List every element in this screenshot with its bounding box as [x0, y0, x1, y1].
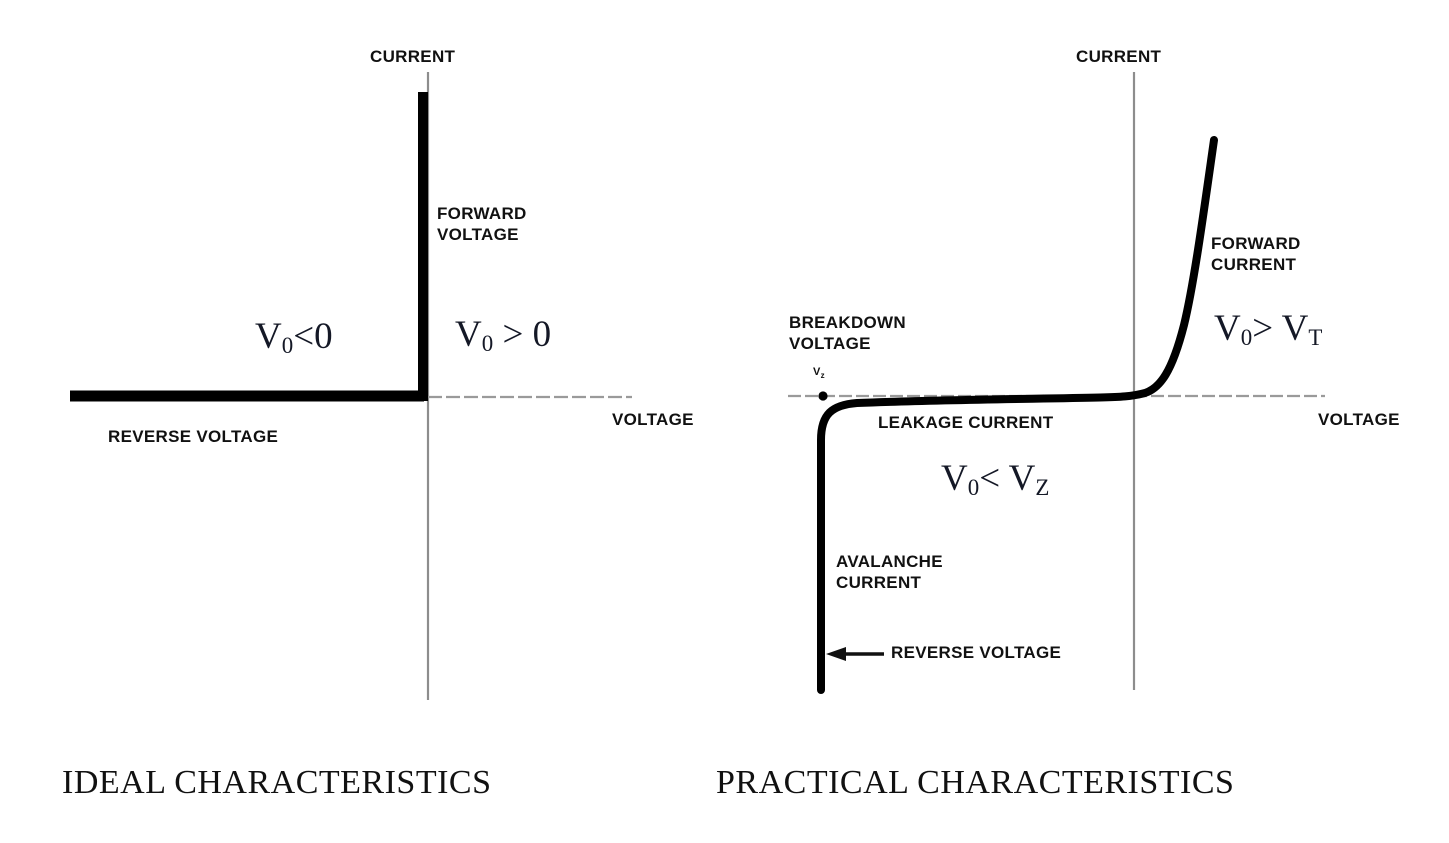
ideal-panel-caption: IDEAL CHARACTERISTICS	[62, 764, 492, 801]
practical-curve-group	[817, 136, 1218, 694]
reverse-voltage-arrow	[826, 647, 884, 661]
breakdown-point-marker	[818, 391, 828, 401]
practical-reverse-condition: V0< VZ	[941, 460, 1049, 500]
breakdown-marker-v: V	[813, 366, 821, 378]
ideal-forward-condition: V0 > 0	[455, 316, 551, 356]
practical-leakage-current-label: LEAKAGE CURRENT	[878, 413, 1054, 432]
practical-forward-condition-sub: 0	[1240, 325, 1253, 351]
practical-panel-axes	[788, 72, 1325, 690]
ideal-reverse-condition: V0<0	[255, 318, 333, 358]
ideal-reverse-condition-sub: 0	[281, 333, 294, 359]
breakdown-marker-sub: z	[820, 371, 825, 381]
practical-forward-current-label: FORWARD CURRENT	[1211, 234, 1301, 274]
practical-forward-condition: V0> VT	[1214, 310, 1322, 350]
practical-forward-condition-v: V	[1214, 308, 1241, 349]
ideal-reverse-condition-v: V	[255, 316, 282, 357]
practical-reverse-condition-v: V	[941, 458, 968, 499]
practical-reverse-condition-mid: < V	[979, 458, 1036, 499]
practical-current-axis-label: CURRENT	[1076, 47, 1162, 66]
practical-voltage-axis-label: VOLTAGE	[1318, 410, 1400, 429]
practical-breakdown-voltage-label: BREAKDOWN VOLTAGE	[789, 313, 906, 353]
practical-reverse-voltage-label: REVERSE VOLTAGE	[891, 643, 1062, 662]
ideal-reverse-condition-rest: <0	[293, 316, 333, 357]
ideal-current-axis-label: CURRENT	[370, 47, 456, 66]
practical-reverse-condition-sub2: Z	[1035, 475, 1050, 501]
practical-reverse-condition-sub: 0	[967, 475, 980, 501]
practical-avalanche-current-label: AVALANCHE CURRENT	[836, 552, 943, 592]
practical-panel-caption: PRACTICAL CHARACTERISTICS	[716, 764, 1235, 801]
ideal-forward-condition-rest: > 0	[493, 314, 552, 355]
ideal-forward-condition-sub: 0	[481, 331, 494, 357]
practical-forward-condition-mid: > V	[1252, 308, 1309, 349]
practical-forward-condition-sub2: T	[1308, 325, 1323, 351]
ideal-forward-voltage-label: FORWARD VOLTAGE	[437, 204, 527, 244]
breakdown-voltage-marker-label: Vz	[813, 366, 825, 381]
ideal-reverse-voltage-label: REVERSE VOLTAGE	[108, 427, 279, 446]
practical-diode-curve	[817, 136, 1218, 694]
ideal-panel-axes	[426, 72, 632, 700]
ideal-voltage-axis-label: VOLTAGE	[612, 410, 694, 429]
ideal-curve-group	[70, 92, 428, 402]
ideal-forward-condition-v: V	[455, 314, 482, 355]
